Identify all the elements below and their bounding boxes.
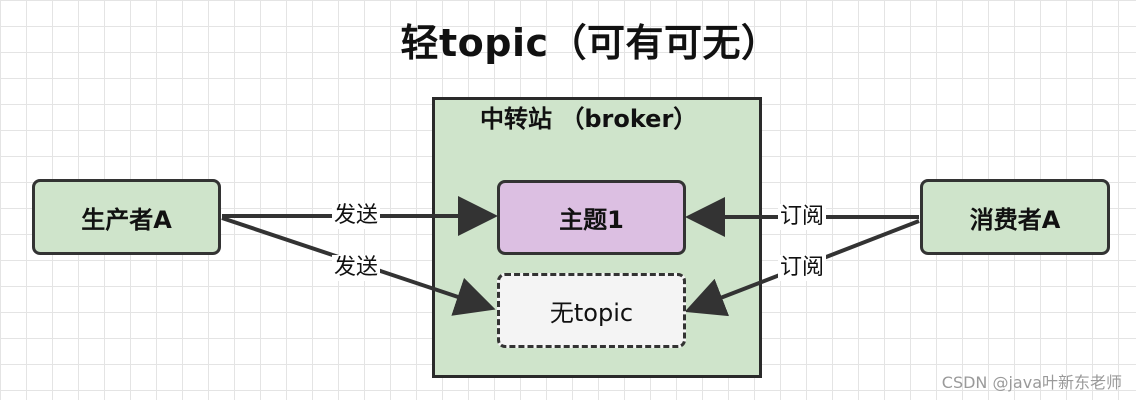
no-topic-node: 无topic (497, 273, 686, 348)
consumer-node: 消费者A (920, 179, 1110, 255)
edge-label-send-2: 发送 (332, 255, 381, 281)
edge-label-subscribe-1: 订阅 (778, 204, 827, 230)
broker-label: 中转站 （broker） (480, 105, 698, 133)
topic1-node: 主题1 (497, 180, 686, 255)
diagram-title: 轻topic（可有可无） (400, 21, 780, 65)
watermark: CSDN @java叶新东老师 (941, 373, 1122, 392)
edge-label-send-1: 发送 (332, 203, 381, 229)
producer-node: 生产者A (32, 179, 221, 255)
edge-label-subscribe-2: 订阅 (778, 255, 827, 281)
